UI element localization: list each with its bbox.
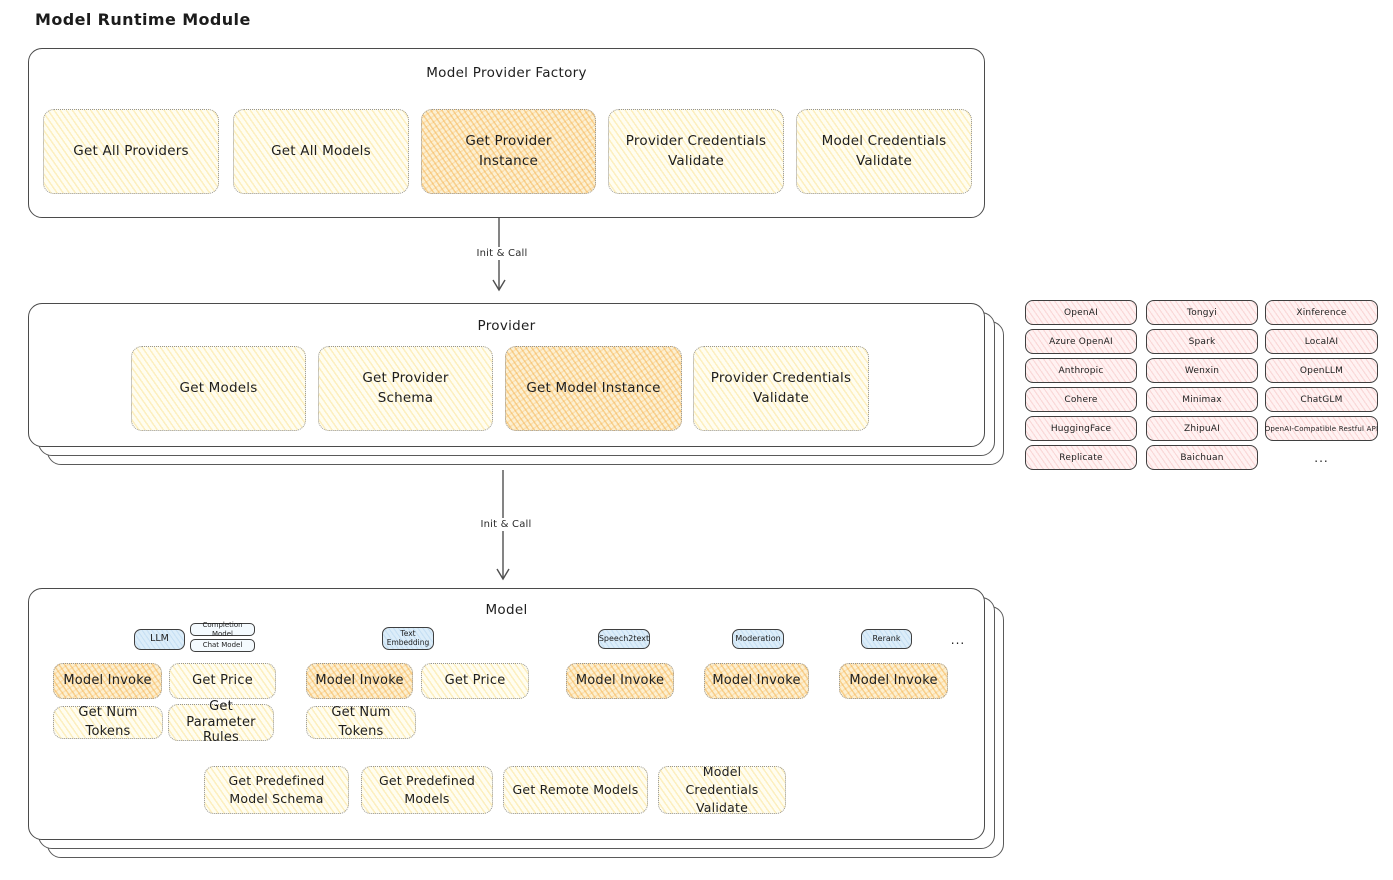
init-call-label-2: Init & Call <box>472 518 540 531</box>
node-get-provider-instance: Get Provider Instance <box>421 109 596 194</box>
node-llm-model-invoke: Model Invoke <box>53 663 162 699</box>
provider-chip-anthropic: Anthropic <box>1025 358 1137 383</box>
node-embedding-get-num-tokens: Get Num Tokens <box>306 705 416 739</box>
tag-rerank: Rerank <box>861 629 912 649</box>
provider-panel: Provider Get Models Get Provider Schema … <box>28 303 985 447</box>
model-types-more: ... <box>950 633 966 647</box>
provider-chip-baichuan: Baichuan <box>1146 445 1258 470</box>
node-speech2text-model-invoke: Model Invoke <box>566 663 674 699</box>
model-title: Model <box>485 602 528 618</box>
factory-title: Model Provider Factory <box>426 65 587 81</box>
node-rerank-model-invoke: Model Invoke <box>839 663 948 699</box>
factory-panel: Model Provider Factory Get All Providers… <box>28 48 985 218</box>
node-llm-get-price: Get Price <box>169 663 276 699</box>
provider-chip-spark: Spark <box>1146 329 1258 354</box>
node-moderation-model-invoke: Model Invoke <box>704 663 809 699</box>
node-get-provider-schema: Get Provider Schema <box>318 346 493 431</box>
node-embedding-model-invoke: Model Invoke <box>306 663 413 699</box>
tag-speech2text: Speech2text <box>598 629 650 649</box>
tag-chat-model: Chat Model <box>190 639 255 652</box>
node-get-models: Get Models <box>131 346 306 431</box>
tag-llm: LLM <box>134 629 185 650</box>
node-provider-credentials-validate: Provider Credentials Validate <box>608 109 784 194</box>
provider-chip-zhipuai: ZhipuAI <box>1146 416 1258 441</box>
provider-chip-openai-compatible: OpenAI-Compatible Restful API <box>1265 416 1378 441</box>
provider-chip-wenxin: Wenxin <box>1146 358 1258 383</box>
provider-chip-openllm: OpenLLM <box>1265 358 1378 383</box>
provider-chip-replicate: Replicate <box>1025 445 1137 470</box>
node-get-predefined-models: Get Predefined Models <box>361 766 493 814</box>
tag-text-embedding: Text Embedding <box>382 627 434 650</box>
model-panel: Model LLM Completion Model Chat Model Te… <box>28 588 985 840</box>
provider-chip-minimax: Minimax <box>1146 387 1258 412</box>
provider-chip-cohere: Cohere <box>1025 387 1137 412</box>
node-llm-get-num-tokens: Get Num Tokens <box>53 705 163 739</box>
init-call-label-1: Init & Call <box>468 247 536 260</box>
provider-chip-tongyi: Tongyi <box>1146 300 1258 325</box>
node-get-predefined-model-schema: Get Predefined Model Schema <box>204 766 349 814</box>
node-llm-get-parameter-rules: Get Parameter Rules <box>168 699 274 745</box>
provider-grid-more: ... <box>1314 450 1329 465</box>
provider-chip-azure-openai: Azure OpenAI <box>1025 329 1137 354</box>
provider-chip-openai: OpenAI <box>1025 300 1137 325</box>
provider-chip-huggingface: HuggingFace <box>1025 416 1137 441</box>
node-model-credentials-validate-2: Model Credentials Validate <box>658 764 786 815</box>
node-get-all-models: Get All Models <box>233 109 409 194</box>
node-model-credentials-validate: Model Credentials Validate <box>796 109 972 194</box>
node-provider-credentials-validate-2: Provider Credentials Validate <box>693 346 869 431</box>
provider-title: Provider <box>477 318 536 334</box>
node-embedding-get-price: Get Price <box>421 663 529 699</box>
provider-chip-localai: LocalAI <box>1265 329 1378 354</box>
tag-moderation: Moderation <box>732 629 784 649</box>
provider-chip-xinference: Xinference <box>1265 300 1378 325</box>
node-get-remote-models: Get Remote Models <box>503 766 648 814</box>
tag-completion-model: Completion Model <box>190 621 255 638</box>
node-get-model-instance: Get Model Instance <box>505 346 682 431</box>
page-title: Model Runtime Module <box>35 10 251 29</box>
node-get-all-providers: Get All Providers <box>43 109 219 194</box>
provider-chip-chatglm: ChatGLM <box>1265 387 1378 412</box>
